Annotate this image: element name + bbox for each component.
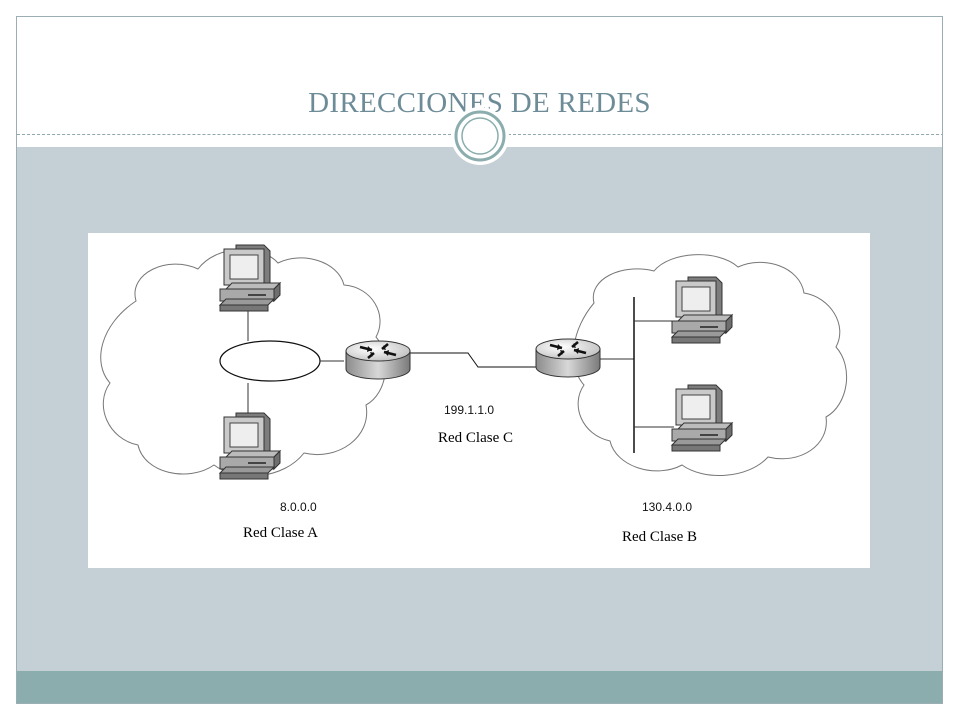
network-diagram: 199.1.1.0 Red Clase C 8.0.0.0 Red Clase … xyxy=(88,233,870,568)
title-divider-left xyxy=(17,134,451,135)
router-a-icon xyxy=(344,339,412,381)
network-a-address: 8.0.0.0 xyxy=(280,500,317,514)
network-b-label: Red Clase B xyxy=(622,529,697,545)
router-b-icon xyxy=(534,337,602,379)
medallion-icon xyxy=(451,107,509,165)
network-b-address: 130.4.0.0 xyxy=(642,500,693,514)
serial-link-icon xyxy=(410,352,536,368)
title-divider-right xyxy=(508,134,942,135)
network-c-address: 199.1.1.0 xyxy=(444,403,495,417)
network-c-label: Red Clase C xyxy=(438,430,513,446)
network-diagram-drawing xyxy=(100,244,848,480)
cloud-b-icon xyxy=(572,254,848,476)
footer-band xyxy=(17,671,942,703)
slide: DIRECCIONES DE REDES xyxy=(16,16,943,704)
token-ring-icon xyxy=(219,340,321,382)
network-a-label: Red Clase A xyxy=(243,525,318,541)
